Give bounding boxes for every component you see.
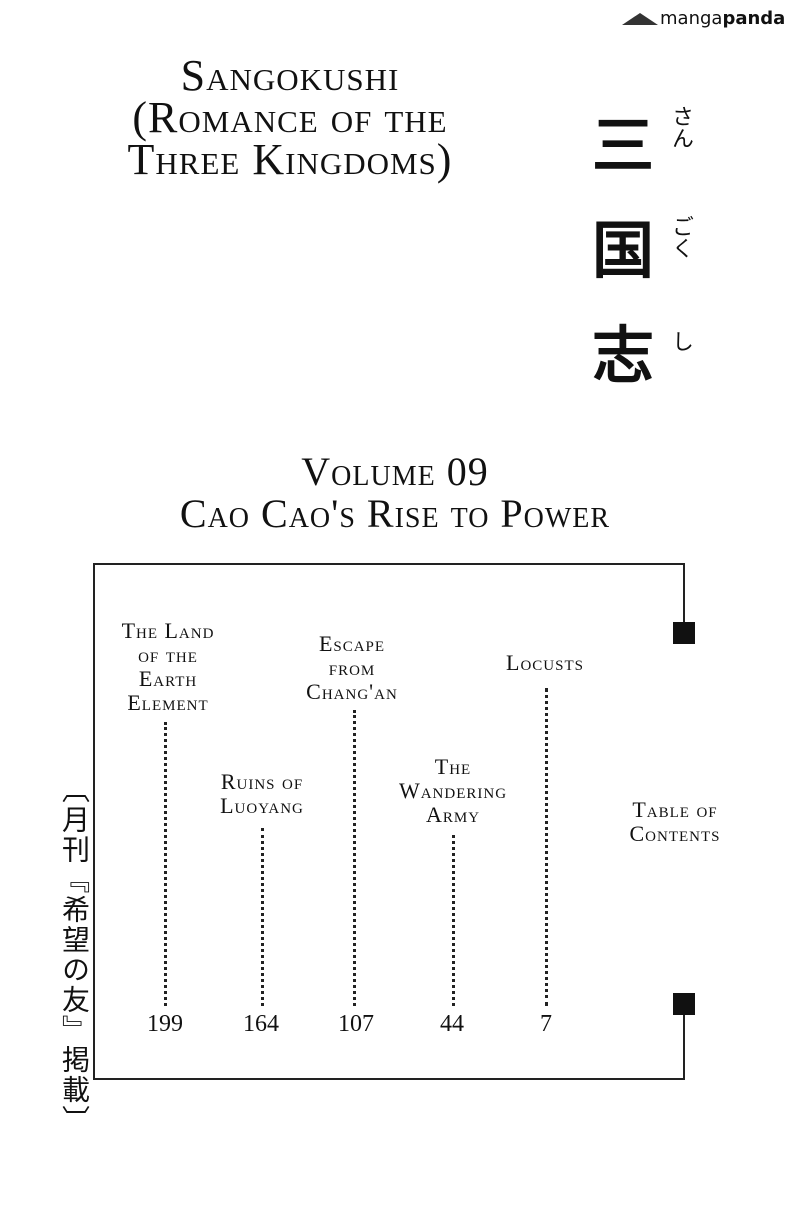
title-line: Three Kingdoms) xyxy=(127,135,453,184)
title-line: (Romance of the xyxy=(132,93,448,142)
dotted-leader xyxy=(452,835,455,1006)
chapter-title-wandering-army: The Wandering Army xyxy=(373,755,533,827)
frame-left xyxy=(93,563,95,1080)
chapter-title-line: Ruins of xyxy=(220,769,304,794)
chapter-title-line: The Land xyxy=(121,618,215,643)
chapter-title-line: The xyxy=(434,754,472,779)
page-number: 107 xyxy=(338,1011,374,1037)
chapter-title-line: Element xyxy=(127,690,209,715)
logo-text-manga: manga xyxy=(660,8,723,29)
marker-square-top xyxy=(673,622,695,644)
chapter-title-escape-from-changan: Escape from Chang'an xyxy=(272,632,432,704)
chapter-title-line: Luoyang xyxy=(220,793,304,818)
chapter-title-line: from xyxy=(328,655,376,680)
frame-right-bottom xyxy=(683,1014,685,1080)
dotted-leader xyxy=(164,722,167,1006)
page-number: 7 xyxy=(540,1011,552,1037)
site-logo: mangapanda xyxy=(622,8,785,29)
logo-hat-icon xyxy=(622,13,658,25)
chapter-title-line: Earth xyxy=(138,666,198,691)
frame-top xyxy=(93,563,685,565)
chapter-title-line: Army xyxy=(425,802,481,827)
volume-subtitle: Cao Cao's Rise to Power xyxy=(179,491,611,536)
kanji-goku: 国 xyxy=(592,214,655,287)
title-line: Sangokushi xyxy=(180,51,400,100)
chapter-title-line: Chang'an xyxy=(306,679,398,704)
kanji-shi: 志 xyxy=(592,319,655,392)
chapter-title-land-of-earth-element: The Land of the Earth Element xyxy=(88,619,248,715)
furigana-san: さん xyxy=(668,105,693,149)
page-number: 164 xyxy=(243,1011,279,1037)
frame-bottom xyxy=(93,1078,685,1080)
volume-number: Volume 09 xyxy=(301,449,489,494)
frame-right-top xyxy=(683,563,685,625)
chapter-title-ruins-of-luoyang: Ruins of Luoyang xyxy=(182,770,342,818)
logo-text-panda: panda xyxy=(722,8,786,29)
toc-label-line: Contents xyxy=(629,821,721,846)
dotted-leader xyxy=(353,710,356,1006)
toc-label-line: Table of xyxy=(632,797,718,822)
furigana-goku: ごく xyxy=(668,215,693,259)
page-number: 199 xyxy=(147,1011,183,1037)
chapter-title-line: Locusts xyxy=(506,650,584,675)
kanji-san: 三 xyxy=(592,109,655,182)
publication-note: 〔月刊『希望の友』掲載〕 xyxy=(58,775,91,1135)
chapter-title-line: Wandering xyxy=(398,778,508,803)
dotted-leader xyxy=(261,828,264,1006)
page-number: 44 xyxy=(440,1011,464,1037)
marker-square-bottom xyxy=(673,993,695,1015)
chapter-title-line: Escape xyxy=(318,631,386,656)
furigana-shi: し xyxy=(668,330,693,352)
chapter-title-line: of the xyxy=(138,642,198,667)
series-title: Sangokushi (Romance of the Three Kingdom… xyxy=(40,51,540,184)
toc-label: Table of Contents xyxy=(595,798,755,846)
dotted-leader xyxy=(545,688,548,1006)
chapter-title-locusts: Locusts xyxy=(465,651,625,675)
